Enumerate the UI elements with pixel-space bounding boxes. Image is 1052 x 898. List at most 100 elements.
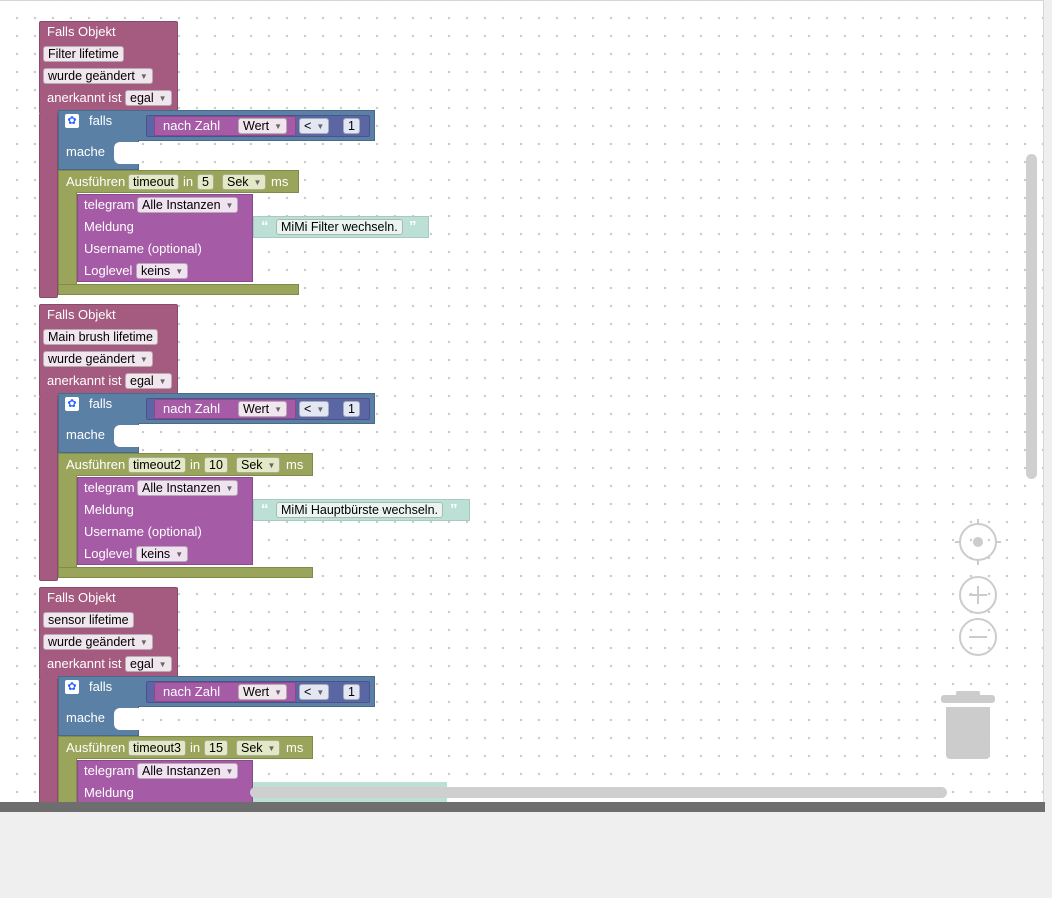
instance-dropdown[interactable]: Alle Instanzen▼ <box>137 480 239 496</box>
timeout-block-1-foot <box>58 284 299 295</box>
loglevel-dropdown[interactable]: keins▼ <box>136 263 189 279</box>
chevron-down-icon: ▼ <box>139 637 148 647</box>
timeout-name-field[interactable]: timeout2 <box>128 457 186 473</box>
event-block-2-spine <box>39 396 58 581</box>
value-text: Wert <box>243 119 270 133</box>
exec-label: Ausführen <box>66 174 126 189</box>
value-dropdown[interactable]: Wert▼ <box>238 118 288 134</box>
plus-v <box>977 586 979 604</box>
to-number-label: nach Zahl <box>163 401 221 416</box>
timeout-block-2-spine <box>58 475 77 570</box>
instance-value: Alle Instanzen <box>142 764 221 778</box>
crosshair-icon[interactable] <box>955 519 1001 565</box>
operator-value: < <box>304 119 312 133</box>
number-field[interactable]: 1 <box>343 684 360 700</box>
loglevel-dropdown[interactable]: keins▼ <box>136 546 189 562</box>
do-label: mache <box>66 144 106 159</box>
loglevel-label: Loglevel <box>84 546 133 561</box>
ack-label: anerkannt ist <box>47 90 122 105</box>
horizontal-scrollbar[interactable] <box>250 787 947 798</box>
message-text-field[interactable]: MiMi Hauptbürste wechseln. <box>276 502 444 518</box>
object-id-field[interactable]: sensor lifetime <box>43 612 134 628</box>
instance-value: Alle Instanzen <box>142 198 221 212</box>
minus-icon[interactable] <box>959 618 997 656</box>
unit-value: Sek <box>241 458 263 472</box>
operator-dropdown[interactable]: <▼ <box>299 401 330 417</box>
operator-value: < <box>304 402 312 416</box>
unit-dropdown[interactable]: Sek ▼ <box>236 740 281 756</box>
if-label: falls <box>89 113 113 128</box>
trigger-dropdown[interactable]: wurde geändert▼ <box>43 68 153 84</box>
username-label: Username (optional) <box>84 241 202 256</box>
ack-value: egal <box>130 374 154 388</box>
event-label: Falls Objekt <box>47 307 116 322</box>
do-slot <box>114 425 140 447</box>
in-label: in <box>190 740 201 755</box>
event-label: Falls Objekt <box>47 24 116 39</box>
instance-dropdown[interactable]: Alle Instanzen ▼ <box>137 197 239 213</box>
ack-dropdown[interactable]: egal▼ <box>125 656 172 672</box>
operator-dropdown[interactable]: <▼ <box>299 118 330 134</box>
unit-dropdown[interactable]: Sek ▼ <box>236 457 281 473</box>
message-label: Meldung <box>84 219 134 234</box>
operator-dropdown[interactable]: <▼ <box>299 684 330 700</box>
delay-field[interactable]: 10 <box>204 457 228 473</box>
close-quote-icon: ” <box>409 218 417 235</box>
delay-field[interactable]: 15 <box>204 740 228 756</box>
value-dropdown[interactable]: Wert▼ <box>238 401 288 417</box>
in-label: in <box>190 457 201 472</box>
timeout-name-field[interactable]: timeout <box>128 174 179 190</box>
trigger-dropdown[interactable]: wurde geändert ▼ <box>43 351 153 367</box>
vertical-scrollbar[interactable] <box>1026 154 1037 479</box>
crosshair-line-top <box>977 519 979 525</box>
minus-h <box>969 636 987 638</box>
delay-field[interactable]: 5 <box>197 174 214 190</box>
chevron-down-icon: ▼ <box>175 266 184 276</box>
chevron-down-icon: ▼ <box>158 659 167 669</box>
number-field[interactable]: 1 <box>343 118 360 134</box>
ack-label: anerkannt ist <box>47 656 122 671</box>
chevron-down-icon: ▼ <box>274 687 283 697</box>
trigger-dropdown[interactable]: wurde geändert▼ <box>43 634 153 650</box>
chevron-down-icon: ▼ <box>139 354 148 364</box>
instance-dropdown[interactable]: Alle Instanzen▼ <box>137 763 239 779</box>
event-label: Falls Objekt <box>47 590 116 605</box>
operator-value: < <box>304 685 312 699</box>
in-label: in <box>183 174 194 189</box>
gear-icon[interactable]: ✿ <box>65 680 79 694</box>
chevron-down-icon: ▼ <box>158 93 167 103</box>
unit-dropdown[interactable]: Sek▼ <box>222 174 267 190</box>
unit-value: Sek <box>241 741 263 755</box>
ack-dropdown[interactable]: egal▼ <box>125 373 172 389</box>
chevron-down-icon: ▼ <box>225 200 234 210</box>
trigger-value: wurde geändert <box>48 69 135 83</box>
crosshair-line-right <box>995 541 1001 543</box>
trash-lid <box>941 695 995 703</box>
timeout-block-2-foot <box>58 567 313 578</box>
gear-icon[interactable]: ✿ <box>65 397 79 411</box>
open-quote-icon: “ <box>261 218 269 235</box>
exec-label: Ausführen <box>66 740 126 755</box>
message-label: Meldung <box>84 502 134 517</box>
telegram-label: telegram <box>84 763 135 778</box>
exec-label: Ausführen <box>66 457 126 472</box>
to-number-label: nach Zahl <box>163 118 221 133</box>
gear-icon[interactable]: ✿ <box>65 114 79 128</box>
object-id-field[interactable]: Main brush lifetime <box>43 329 158 345</box>
trigger-value: wurde geändert <box>48 352 135 366</box>
blockly-workspace[interactable]: Falls Objekt Filter lifetime wurde geänd… <box>0 0 1044 802</box>
plus-icon[interactable] <box>959 576 997 614</box>
chevron-down-icon: ▼ <box>267 460 276 470</box>
do-label: mache <box>66 710 106 725</box>
ack-dropdown[interactable]: egal▼ <box>125 90 172 106</box>
timeout-name-field[interactable]: timeout3 <box>128 740 186 756</box>
number-field[interactable]: 1 <box>343 401 360 417</box>
chevron-down-icon: ▼ <box>267 743 276 753</box>
crosshair-dot <box>973 537 983 547</box>
chevron-down-icon: ▼ <box>316 404 325 414</box>
trash-icon[interactable] <box>941 691 995 761</box>
object-id-field[interactable]: Filter lifetime <box>43 46 124 62</box>
value-dropdown[interactable]: Wert▼ <box>238 684 288 700</box>
chevron-down-icon: ▼ <box>316 121 325 131</box>
message-text-field[interactable]: MiMi Filter wechseln. <box>276 219 403 235</box>
